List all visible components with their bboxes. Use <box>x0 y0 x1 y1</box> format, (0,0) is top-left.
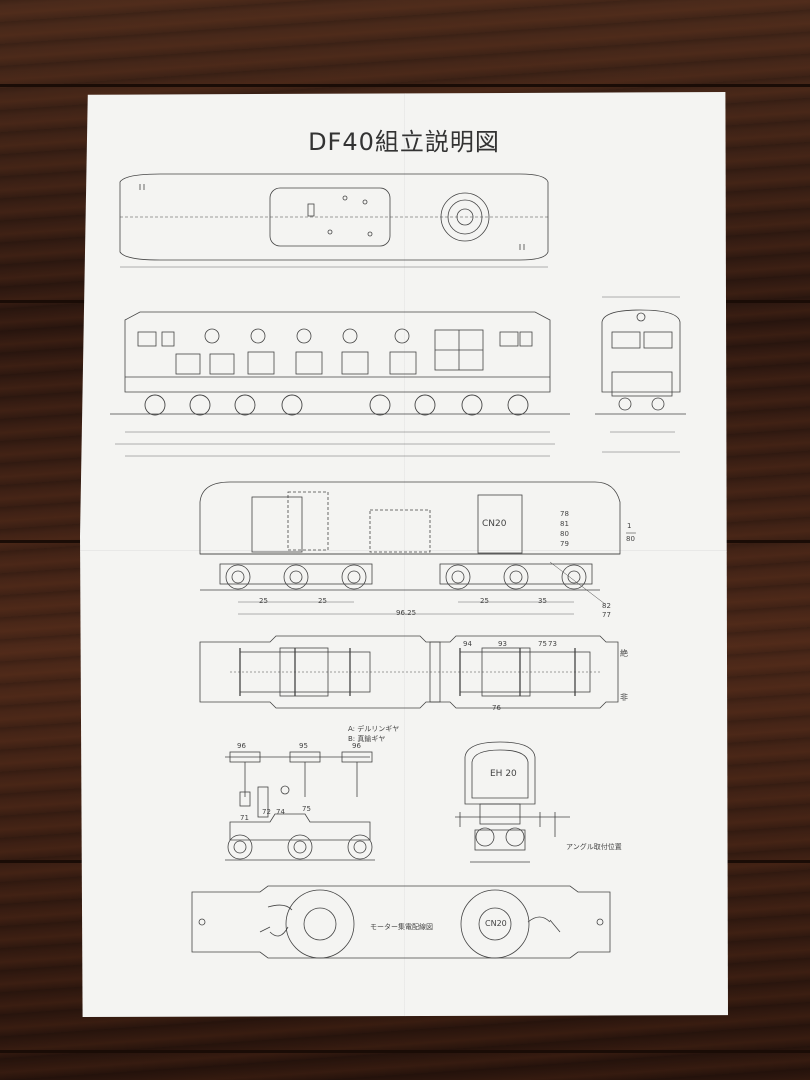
body-motor-label: EH 20 <box>490 769 517 779</box>
plank-seam <box>0 84 810 87</box>
dim-axle-spacing: 25 <box>480 597 489 605</box>
gear-detail-drawing <box>225 751 375 861</box>
part-number: 93 <box>498 640 507 648</box>
part-number: 74 <box>276 808 285 816</box>
side-view-drawing <box>110 311 570 457</box>
part-number: 71 <box>240 814 249 822</box>
part-number: 96 <box>237 742 246 750</box>
motor-label: CN20 <box>485 919 507 928</box>
side-mark-top: 絶 <box>620 649 628 658</box>
fold-line-vertical <box>404 92 406 1017</box>
motor-label: CN20 <box>482 519 507 529</box>
part-number: 72 <box>262 808 271 816</box>
part-number: 78 <box>560 510 569 518</box>
scale-denominator: 80 <box>626 535 635 543</box>
side-mark-bottom: 非 <box>620 693 628 702</box>
angle-caption: アングル取付位置 <box>566 843 622 851</box>
bogie-plan-drawing <box>199 635 619 709</box>
sheet-title: DF40組立説明図 <box>308 128 500 156</box>
chassis-assembly-drawing <box>199 481 621 615</box>
top-view-drawing <box>119 173 549 268</box>
part-number: 94 <box>463 640 472 648</box>
part-number: 95 <box>299 742 308 750</box>
gear-legend-a: A: デルリンギヤ <box>348 725 400 733</box>
gear-legend-b: B: 真鍮ギヤ <box>348 735 386 743</box>
part-number: 81 <box>560 520 569 528</box>
technical-drawings <box>110 173 686 959</box>
instruction-sheet: DF40組立説明図 <box>80 92 728 1017</box>
part-number: 96 <box>352 742 361 750</box>
dim-axle-spacing: 25 <box>259 597 268 605</box>
motor-wiring-caption: モーター集電配線図 <box>370 923 433 931</box>
dim-axle-spacing: 25 <box>318 597 327 605</box>
part-number: 82 <box>602 602 611 610</box>
fold-line-horizontal <box>80 550 728 552</box>
part-number: 79 <box>560 540 569 548</box>
part-number: 75 <box>302 805 311 813</box>
scale-numerator: 1 <box>627 522 632 530</box>
part-number: 80 <box>560 530 569 538</box>
part-number: 76 <box>492 704 501 712</box>
part-number: 77 <box>602 611 611 619</box>
motor-end-view-drawing <box>455 741 570 863</box>
dim-overall: 96.25 <box>396 609 417 617</box>
part-number: 75 <box>538 640 547 648</box>
front-view-drawing <box>595 296 686 453</box>
plank-seam <box>0 1050 810 1053</box>
part-number: 73 <box>548 640 557 648</box>
motor-wiring-drawing <box>191 885 611 959</box>
dim-bogie-pitch: 35 <box>538 597 547 605</box>
